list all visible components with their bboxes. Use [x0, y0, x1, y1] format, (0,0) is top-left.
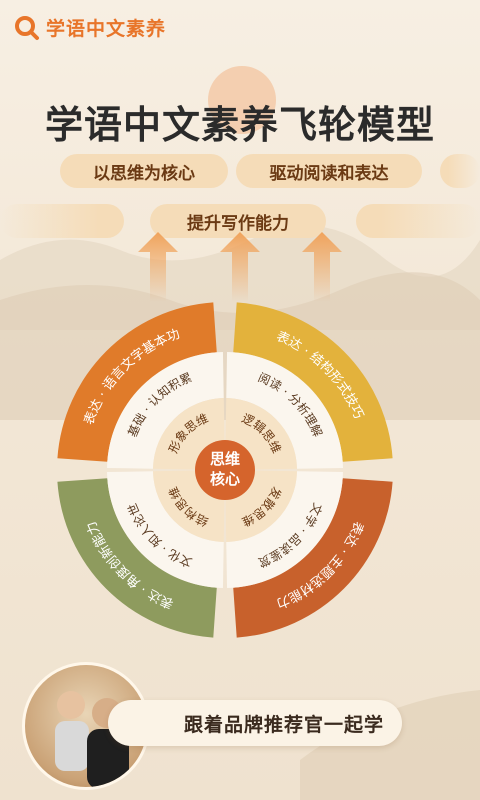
- pill-thinking-core: 以思维为核心: [60, 154, 228, 188]
- outer-segment-2: [233, 478, 393, 638]
- inner-segment-3: [153, 470, 225, 542]
- flywheel-diagram: 表达 · 语言文字基本功表达 · 结构形式技巧表达 · 主题选材能力表达 · 角…: [57, 302, 393, 638]
- middle-segment-3: [107, 471, 224, 588]
- outer-segment-0: [57, 302, 217, 462]
- pill-decor-right-2: [356, 204, 480, 238]
- pill-decor-left: [0, 204, 124, 238]
- page-title: 学语中文素养飞轮模型: [44, 103, 435, 147]
- middle-segment-1: [226, 352, 343, 469]
- pill-writing: 提升写作能力: [150, 204, 326, 238]
- outer-segment-1: [233, 302, 393, 462]
- inner-segment-2: [225, 470, 297, 542]
- brand-logo[interactable]: 学语中文素养: [14, 14, 166, 41]
- middle-segment-0: [107, 352, 224, 469]
- outer-segment-3: [57, 478, 217, 638]
- middle-segment-2: [226, 471, 343, 588]
- center-label-2: 核心: [210, 470, 240, 488]
- pill-decor-right: [440, 154, 480, 188]
- inner-segment-1: [225, 398, 297, 470]
- search-logo-icon: [15, 15, 39, 40]
- center-label-1: 思维: [210, 450, 240, 468]
- brand-name: 学语中文素养: [46, 18, 167, 40]
- up-arrows-icon: [138, 232, 342, 302]
- footer-banner[interactable]: 跟着品牌推荐官一起学: [108, 700, 402, 746]
- footer-text: 跟着品牌推荐官一起学: [183, 713, 384, 736]
- inner-segment-0: [153, 398, 225, 470]
- center-circle: [195, 440, 255, 500]
- pill-drive-reading: 驱动阅读和表达: [236, 154, 422, 188]
